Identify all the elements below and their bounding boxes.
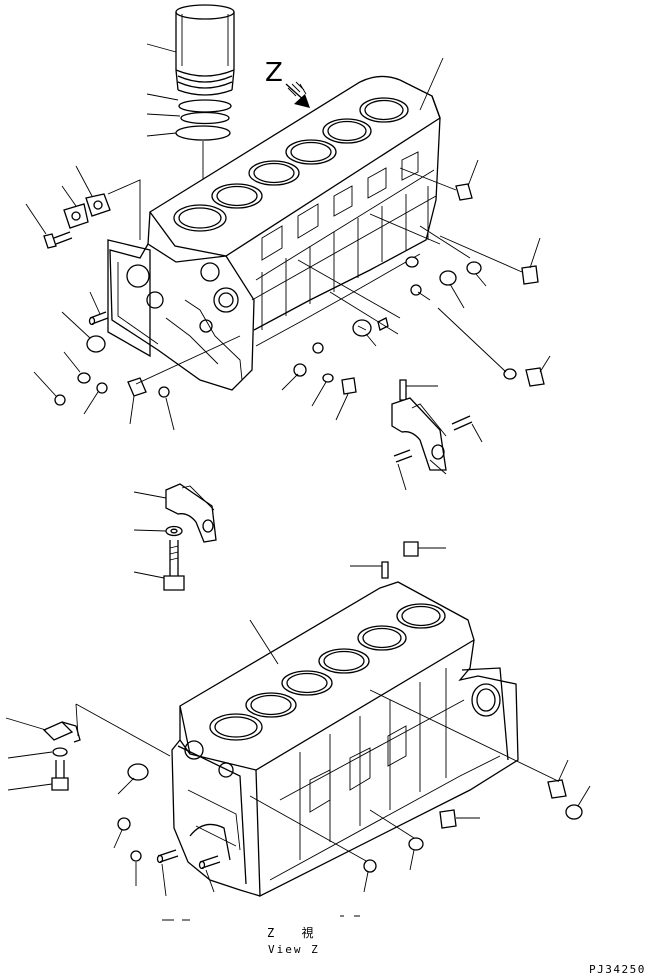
view-caption-japanese: Z 視 (267, 926, 324, 940)
cylinder-liner (176, 5, 234, 95)
leader-oil-jet (130, 396, 134, 424)
view-z-arrow (286, 82, 310, 108)
leader-cup-2 (34, 372, 56, 396)
lower-cylinder-block (172, 582, 560, 896)
leader-dowel-lower-2 (206, 870, 214, 892)
leader-cup-4 (166, 398, 174, 430)
leader-ring-2 (147, 114, 180, 116)
leader-side-2 (530, 238, 540, 268)
leader-elbow-bolt (8, 784, 52, 790)
leader-side-lower-2 (578, 786, 590, 806)
leader-elbow (6, 718, 46, 730)
elbow-bolt (52, 760, 68, 790)
front-gasket (64, 180, 150, 356)
side-cup-5 (406, 257, 418, 267)
leader-rear-bolt (540, 356, 550, 372)
side-cup-lower-4 (409, 838, 423, 850)
leader-side-lower-1 (558, 760, 568, 782)
small-dowel-1 (313, 343, 323, 353)
leader-cup-1 (64, 352, 80, 372)
front-bolt (44, 232, 72, 248)
expansion-plug-1 (87, 336, 105, 352)
side-bolt-lower-1 (548, 780, 566, 798)
view-z-label: Z (265, 58, 283, 88)
leader-side-lower-4 (410, 850, 414, 870)
leader-cap-pin-left (398, 464, 406, 490)
leader-ring-3 (147, 133, 176, 136)
side-plug-3 (467, 262, 481, 274)
leader-side-3 (476, 274, 486, 286)
cap-pin-right (452, 416, 472, 430)
leader-dowel (90, 292, 100, 314)
check-valve (353, 318, 388, 336)
cup-plug-lower-1 (118, 818, 130, 830)
main-bearing-cap-upper (392, 398, 446, 470)
leader-cap-pin-right (472, 424, 482, 442)
side-plug-lower-3 (440, 810, 456, 828)
elbow-fitting (44, 704, 170, 756)
oil-jet (128, 336, 240, 396)
leader-side-lower-5 (364, 872, 368, 892)
dowel-top-lower (382, 562, 388, 578)
leader-cap-upper (430, 460, 446, 474)
leader-check-valve (366, 334, 376, 346)
main-bearing-cap-lower (166, 484, 216, 542)
drawing-number: PJ34250 (589, 963, 646, 976)
leader-side-1 (468, 160, 478, 186)
leader-cap-washer (134, 530, 166, 531)
side-cup-lower-5 (364, 860, 376, 872)
leader-plate-1 (62, 186, 76, 206)
leader-plug-1 (62, 312, 90, 338)
leader-dowel-lower-1 (162, 864, 166, 896)
drain-plug (294, 364, 306, 376)
plug-top-lower (404, 542, 418, 556)
leader-washer (312, 382, 326, 406)
cup-plug-3 (97, 383, 107, 393)
side-plug-lower-2 (566, 805, 582, 819)
leader-side-6 (418, 292, 430, 300)
leader-cap-bolt (134, 572, 164, 578)
leader-bolt (26, 204, 46, 234)
elbow-washer (53, 748, 67, 756)
side-plug-bolt-2 (440, 236, 538, 284)
view-caption-english: View Z (268, 943, 320, 956)
leader-plug-bolt (336, 394, 348, 420)
plug-bolt-center (342, 378, 356, 394)
side-plug-4 (440, 271, 456, 285)
leader-cup-lower-1 (114, 830, 122, 848)
leader-cap-lower (134, 492, 166, 498)
leader-drain-plug (282, 374, 298, 390)
dowel-lower-1 (158, 850, 179, 863)
leader-side-4 (450, 284, 464, 308)
washer-center (323, 374, 333, 382)
dowel-lower-2 (200, 856, 221, 869)
cap-bolt (164, 540, 184, 590)
dowel-pin-top (400, 380, 406, 400)
rear-bolt (438, 308, 544, 386)
leader-upper-block (420, 58, 443, 110)
side-plug-bolt-1 (400, 168, 472, 200)
leader-liner (147, 44, 176, 52)
cup-plug-1 (78, 373, 90, 383)
cup-plug-2 (55, 395, 65, 405)
upper-cylinder-block (110, 76, 470, 390)
cap-washer (166, 527, 182, 536)
front-dowel-pin (90, 312, 109, 325)
cup-plug-4 (159, 387, 169, 397)
cup-plug-lower-2 (131, 851, 141, 861)
cap-pin-left (394, 450, 412, 462)
leader-plate-2 (76, 166, 92, 196)
leader-lower-block (250, 620, 278, 664)
leader-elbow-washer (8, 752, 52, 758)
leader-cup-3 (84, 392, 98, 414)
expansion-plug-lower (128, 764, 148, 780)
liner-seal-rings (176, 100, 231, 140)
leader-plug-lower (118, 778, 134, 794)
leader-ring-1 (147, 94, 178, 100)
